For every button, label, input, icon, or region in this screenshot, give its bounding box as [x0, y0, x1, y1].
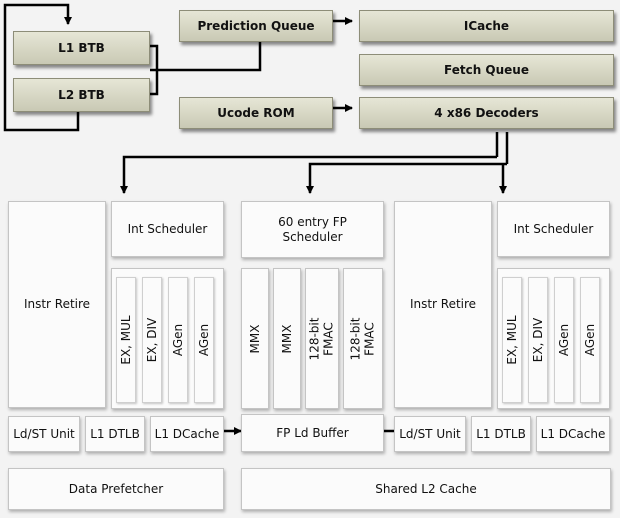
- right-ldst-unit: Ld/ST Unit: [394, 416, 466, 452]
- fp-fmac-1-label: FMAC: [322, 321, 336, 356]
- btb-join-wire: [150, 42, 262, 72]
- left-exec-units: EX, MUL EX, DIV AGen AGen: [111, 268, 224, 409]
- fp-fmac-2-label: FMAC: [363, 321, 377, 356]
- btb-feedback-wire: [3, 3, 80, 132]
- prediction-queue: Prediction Queue: [179, 10, 333, 42]
- right-int-scheduler: Int Scheduler: [497, 201, 610, 257]
- left-instr-retire: Instr Retire: [8, 201, 106, 408]
- left-ex-mul: EX, MUL: [116, 277, 136, 403]
- fp-mmx-1: MMX: [241, 268, 269, 409]
- right-instr-retire: Instr Retire: [394, 201, 492, 408]
- right-ex-mul: EX, MUL: [502, 277, 522, 403]
- fp-ld-buffer: FP Ld Buffer: [241, 414, 384, 452]
- right-l1-dtlb: L1 DTLB: [471, 416, 531, 452]
- left-agen-2: AGen: [194, 277, 214, 403]
- l2-btb: L2 BTB: [13, 78, 150, 112]
- fetch-queue: Fetch Queue: [359, 54, 614, 86]
- fp-scheduler: 60 entry FP Scheduler: [241, 201, 384, 258]
- left-l1-dtlb: L1 DTLB: [85, 416, 145, 452]
- right-l1-dcache: L1 DCache: [536, 416, 610, 452]
- right-agen-2: AGen: [580, 277, 600, 403]
- decoder-dispatch-wire: [495, 132, 509, 164]
- ucode-rom: Ucode ROM: [179, 97, 333, 129]
- left-agen-1: AGen: [168, 277, 188, 403]
- right-agen-1: AGen: [554, 277, 574, 403]
- dispatch-to-left-int-wire: [120, 155, 497, 194]
- x86-decoders: 4 x86 Decoders: [359, 97, 614, 129]
- left-l1-dcache: L1 DCache: [150, 416, 224, 452]
- left-ex-div: EX, DIV: [142, 277, 162, 403]
- icache: ICache: [359, 10, 614, 42]
- fp-fmac-1-width: 128-bit: [307, 317, 322, 360]
- left-ldst-unit: Ld/ST Unit: [8, 416, 80, 452]
- fp-mmx-2: MMX: [273, 268, 301, 409]
- right-ex-div: EX, DIV: [528, 277, 548, 403]
- right-exec-units: EX, MUL EX, DIV AGen AGen: [497, 268, 610, 409]
- dispatch-to-fp-wire: [306, 162, 507, 194]
- data-prefetcher: Data Prefetcher: [8, 468, 224, 510]
- left-int-scheduler: Int Scheduler: [111, 201, 224, 257]
- shared-l2-cache: Shared L2 Cache: [241, 468, 611, 510]
- l1-btb: L1 BTB: [13, 31, 150, 65]
- fp-fmac-2-width: 128-bit: [348, 317, 363, 360]
